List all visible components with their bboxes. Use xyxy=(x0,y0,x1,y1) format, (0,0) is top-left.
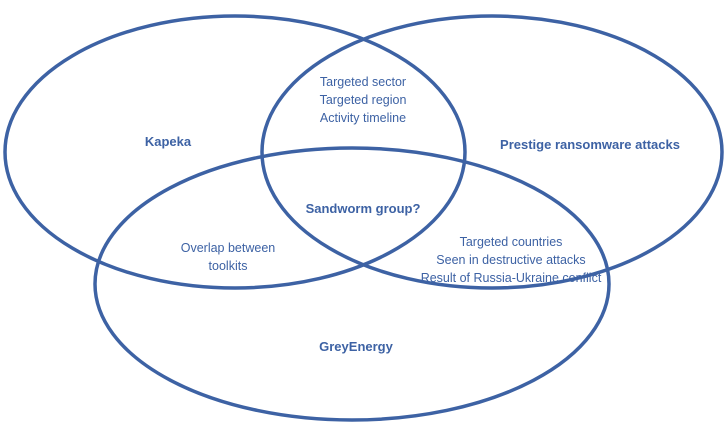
region-text-line: toolkits xyxy=(208,259,248,273)
region-text-line: Targeted sector xyxy=(319,75,407,89)
region-text-line: Activity timeline xyxy=(319,111,407,125)
region-prestige-greyenergy: Targeted countries Seen in destructive a… xyxy=(408,233,614,287)
kapeka-label: Kapeka xyxy=(144,134,192,149)
region-text-line: Overlap between xyxy=(180,241,276,255)
prestige-circle xyxy=(260,14,724,290)
kapeka-circle xyxy=(3,14,467,290)
region-text-line: Seen in destructive attacks xyxy=(436,253,586,267)
prestige-label-text: Prestige ransomware attacks xyxy=(500,137,680,152)
greyenergy-circle xyxy=(93,146,611,422)
region-text-line: Targeted countries xyxy=(459,235,563,249)
region-kapeka-prestige: Targeted sector Targeted region Activity… xyxy=(288,73,438,127)
region-all-three: Sandworm group? xyxy=(305,201,421,216)
region-kapeka-greyenergy: Overlap between toolkits xyxy=(163,239,293,275)
region-text-line: Result of Russia-Ukraine conflict xyxy=(420,271,602,285)
greyenergy-label: GreyEnergy xyxy=(319,339,393,354)
prestige-label: Prestige ransomware attacks xyxy=(500,136,680,154)
region-text-line: Targeted region xyxy=(319,93,407,107)
